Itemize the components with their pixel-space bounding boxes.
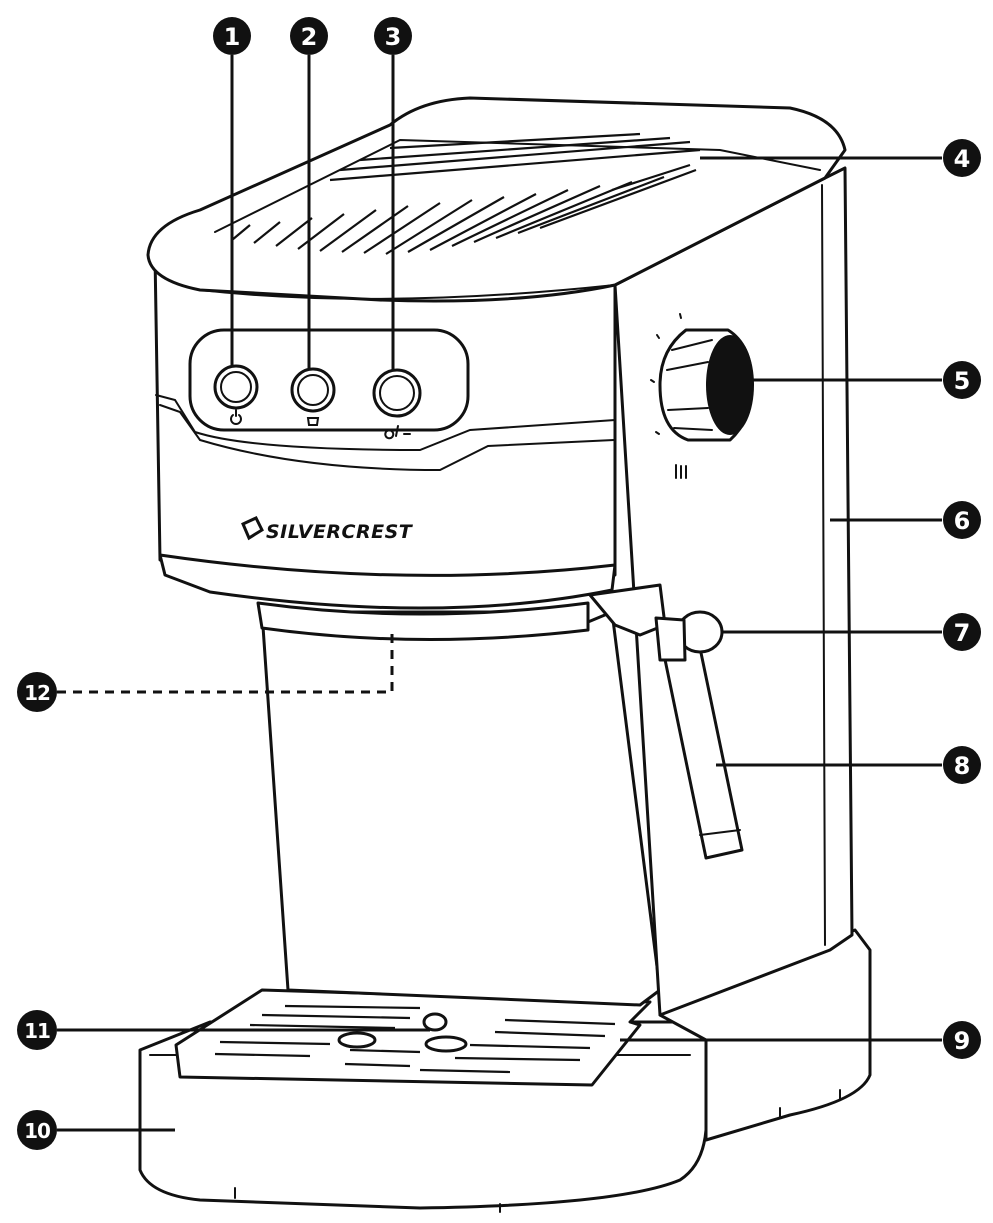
drip-grid-slots: [214, 1004, 616, 1074]
drip-grid: [174, 988, 652, 1087]
svg-text:11: 11: [24, 1019, 50, 1043]
side-base-feet: [779, 1089, 841, 1119]
brand-logo-mark: [241, 516, 264, 541]
power-icon: [230, 409, 242, 425]
callout-8: 8: [943, 746, 981, 784]
steam-symbol-icon: [675, 464, 687, 479]
callout-5: 5: [943, 361, 981, 399]
water-tank-edge: [821, 184, 826, 946]
control-housing-lower-band: [158, 553, 617, 610]
svg-text:1: 1: [224, 23, 241, 51]
callout-12: 12: [17, 672, 57, 712]
callout-11: 11: [17, 1010, 57, 1050]
svg-text:7: 7: [954, 619, 971, 647]
cup-warming-grille: [231, 132, 701, 255]
callout-10: 10: [17, 1110, 57, 1150]
callout-4: 4: [943, 139, 981, 177]
callout-6: 6: [943, 501, 981, 539]
steam-icon: [384, 425, 411, 440]
coffee-button: [290, 367, 336, 426]
callout-7: 7: [943, 613, 981, 651]
leader-12: [57, 630, 394, 694]
svg-text:6: 6: [954, 507, 971, 535]
svg-text:3: 3: [385, 23, 402, 51]
svg-text:8: 8: [954, 752, 971, 780]
housing-seam: [155, 394, 616, 452]
side-base: [658, 928, 872, 1142]
leader-lines: [57, 55, 942, 1132]
water-level-float: [337, 1012, 468, 1053]
power-button: [213, 364, 259, 425]
callout-2: 2: [290, 17, 328, 55]
callout-9: 9: [943, 1021, 981, 1059]
brew-head: [256, 601, 590, 642]
cup-area-wall: [260, 610, 662, 1007]
svg-text:10: 10: [24, 1119, 50, 1143]
svg-text:4: 4: [954, 145, 971, 173]
steam-rotary-knob: [650, 313, 754, 479]
steam-hot-water-button: [372, 368, 422, 440]
steam-pipe: [588, 583, 667, 637]
housing-seam-2: [159, 404, 615, 472]
svg-text:2: 2: [301, 23, 318, 51]
steam-wand-assembly: [588, 583, 744, 860]
cup-icon: [306, 417, 320, 426]
knob-scale-marks: [650, 313, 682, 435]
svg-text:12: 12: [24, 681, 50, 705]
brand-label: SILVERCREST: [266, 521, 414, 543]
drip-tray-foot: [234, 1187, 501, 1213]
callout-badges: 1 2 3 4 5 6 7 8: [17, 17, 981, 1150]
brand-logo: SILVERCREST: [241, 516, 414, 543]
callout-3: 3: [374, 17, 412, 55]
svg-text:5: 5: [954, 367, 971, 395]
machine-illustration: SILVERCREST: [138, 96, 872, 1213]
svg-text:9: 9: [954, 1027, 971, 1055]
callout-1: 1: [213, 17, 251, 55]
